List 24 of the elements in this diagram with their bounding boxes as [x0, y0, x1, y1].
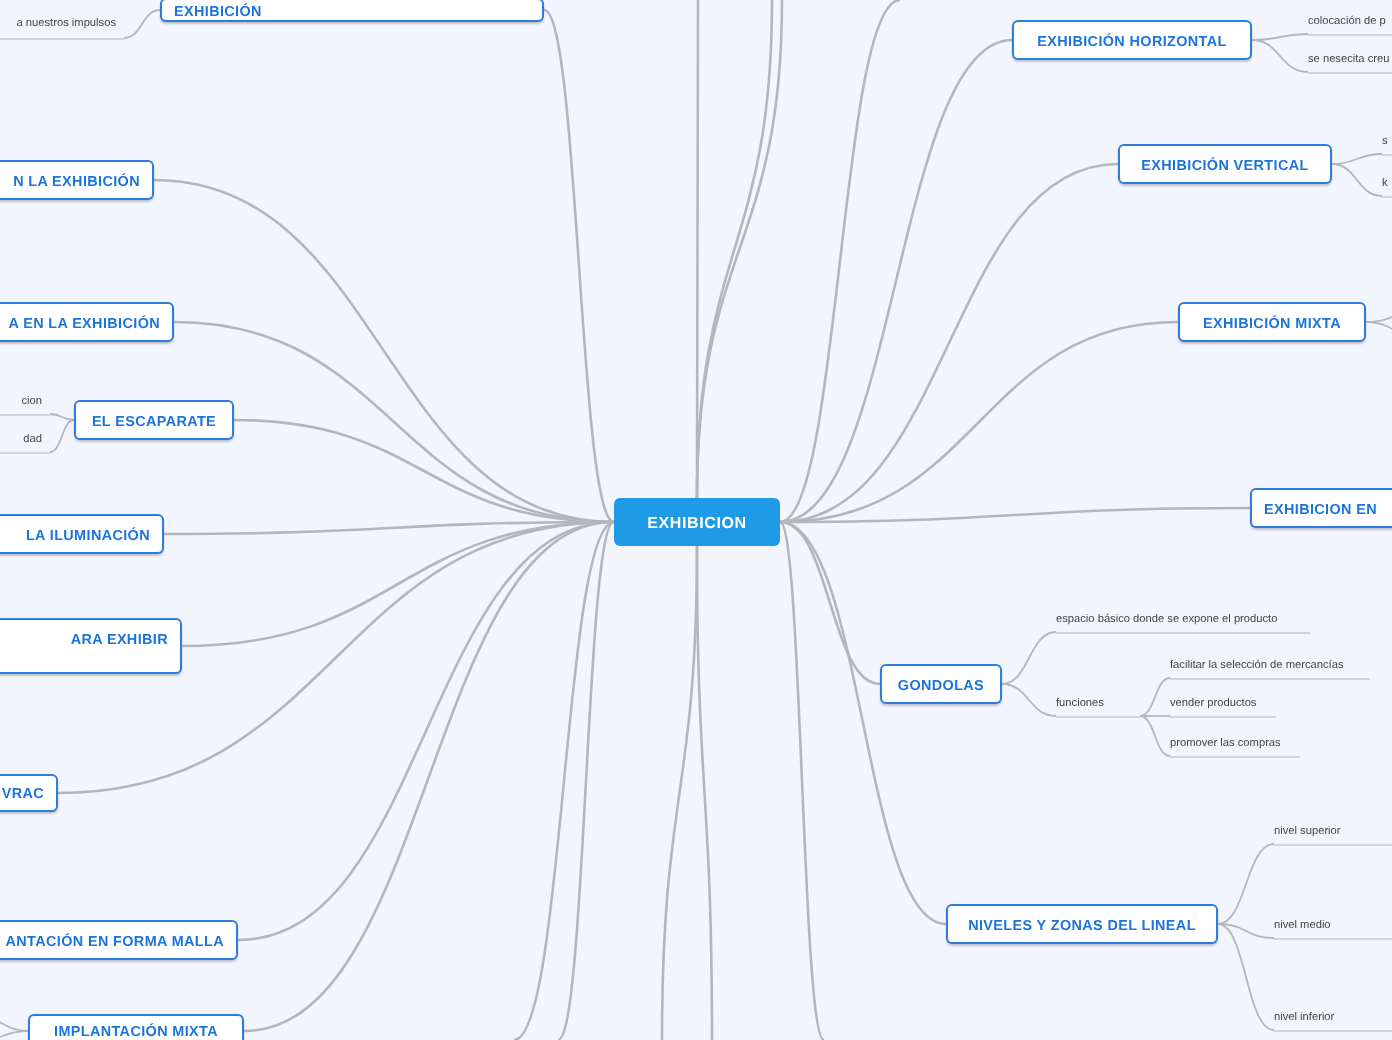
connector-line: [1331, 163, 1383, 197]
connector-line: [778, 521, 826, 1040]
connector-line: [0, 1030, 29, 1040]
connector-line: [1139, 715, 1171, 717]
connector-line: [1139, 677, 1171, 717]
connector-line: [1001, 683, 1057, 717]
connector-line: [49, 419, 75, 453]
connector-line: [153, 178, 615, 524]
connector-line: [556, 521, 616, 1040]
connector-line: [513, 521, 615, 1040]
connector-line: [49, 413, 75, 421]
connector-line: [779, 0, 901, 524]
central-topic: EXHIBICION: [614, 498, 780, 546]
connector-line: [1331, 153, 1383, 165]
connector-line: [695, 546, 714, 1040]
connector-line: [1001, 631, 1057, 685]
connector-line: [1217, 843, 1275, 925]
connector-line: [1251, 33, 1309, 41]
connector-line: [1217, 923, 1275, 1031]
connector-line: [123, 9, 161, 39]
connector-line: [1251, 39, 1309, 73]
connector-line: [1217, 923, 1275, 939]
connector-line: [543, 9, 615, 523]
connector-line: [1139, 715, 1171, 757]
